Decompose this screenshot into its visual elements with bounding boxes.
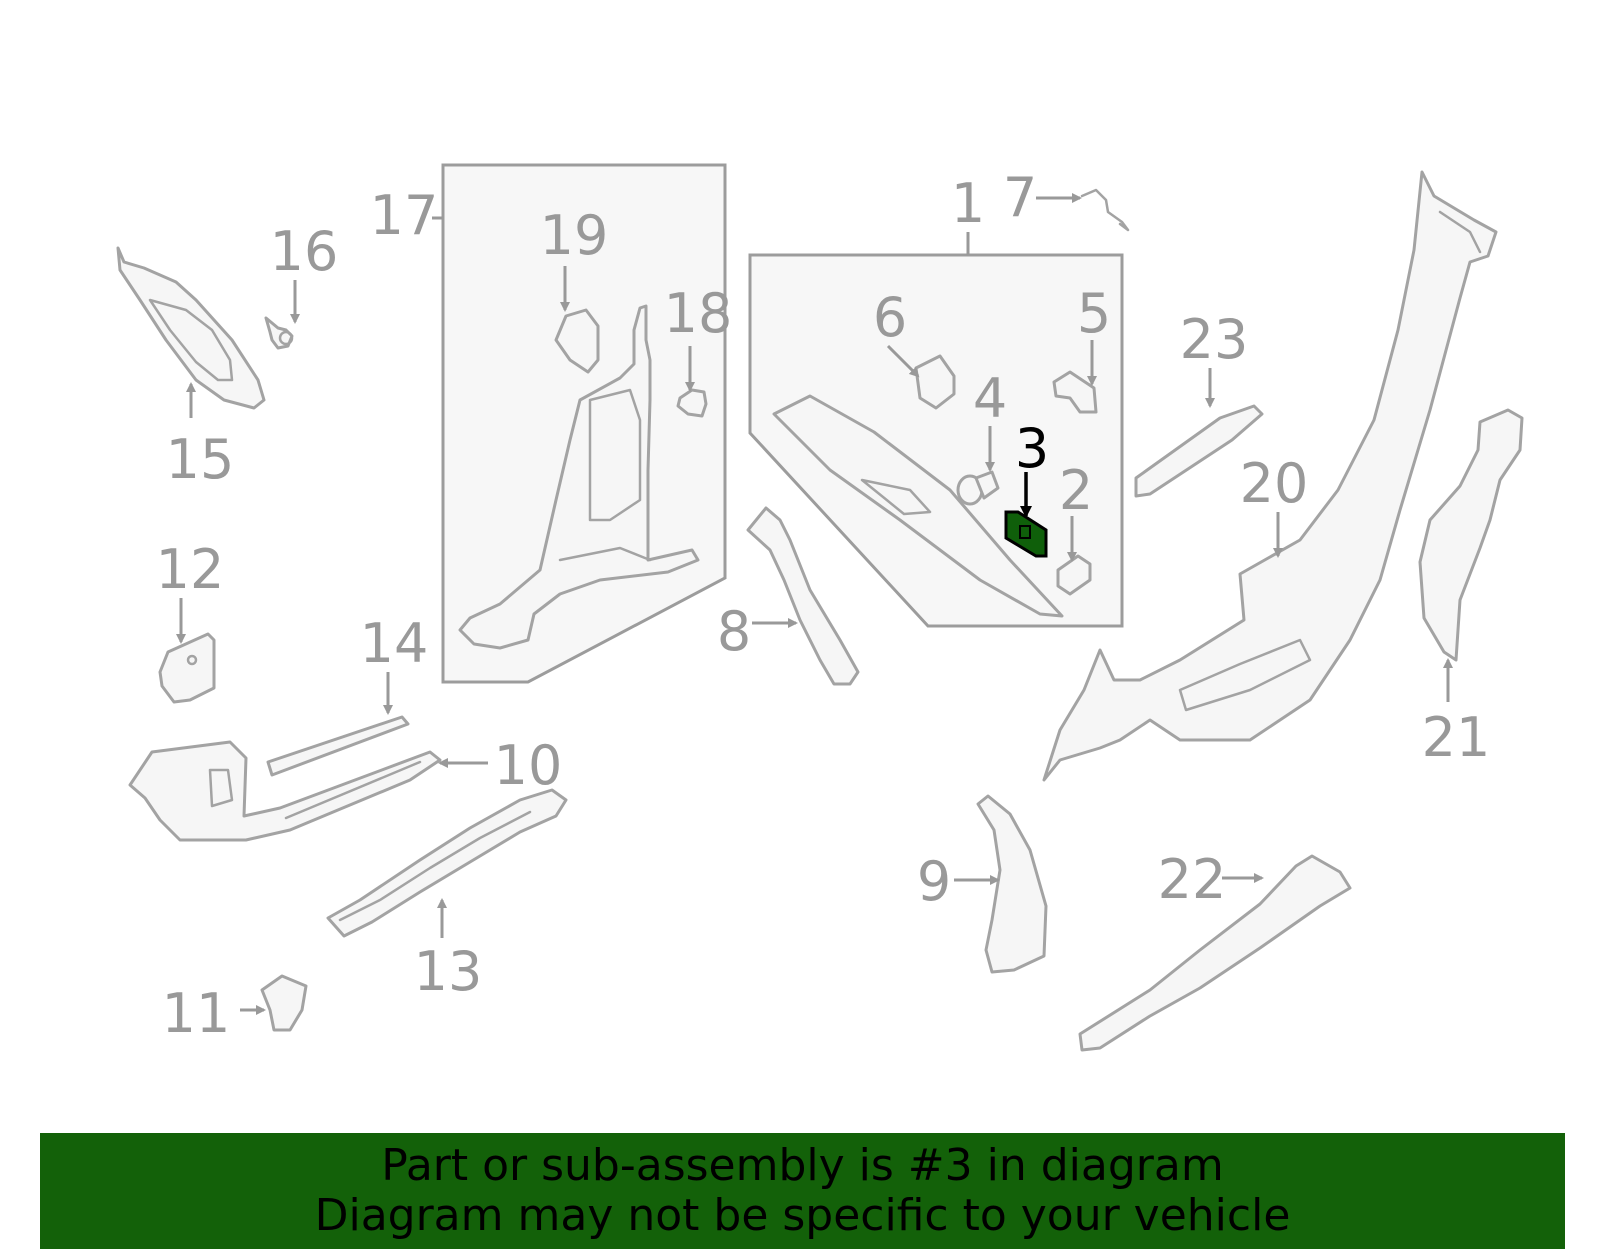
callout-16: 16	[270, 220, 339, 283]
part-7-clip	[1080, 188, 1130, 232]
callout-6: 6	[873, 286, 907, 349]
part-17-pillar-trim	[458, 304, 700, 650]
part-21-bracket	[1418, 408, 1524, 662]
callout-10: 10	[494, 734, 563, 797]
part-15-trim-panel	[116, 246, 266, 410]
part-11-clip	[260, 974, 308, 1032]
callout-17: 17	[370, 184, 439, 247]
callout-23: 23	[1180, 308, 1249, 371]
part-13-reinforcement	[326, 788, 568, 938]
banner-line-disclaimer: Diagram may not be specific to your vehi…	[314, 1190, 1291, 1241]
part-12-clip	[158, 632, 216, 704]
callout-2: 2	[1059, 459, 1093, 522]
part-1-pillar-trim	[772, 394, 1064, 618]
banner-line-part-info: Part or sub-assembly is #3 in diagram	[381, 1140, 1224, 1191]
part-3-highlighted-pad	[1004, 510, 1048, 558]
callout-8: 8	[717, 600, 751, 663]
callout-3-highlighted: 3	[1015, 417, 1049, 480]
callout-9: 9	[917, 850, 951, 913]
callout-4: 4	[973, 367, 1007, 430]
part-5-bracket	[1052, 370, 1098, 414]
callout-20: 20	[1240, 452, 1309, 515]
part-16-bolt	[264, 316, 294, 350]
part-2-clip	[1056, 554, 1092, 596]
callout-13: 13	[414, 940, 483, 1003]
part-23-strip	[1134, 404, 1264, 498]
info-banner: Part or sub-assembly is #3 in diagram Di…	[40, 1133, 1565, 1249]
part-19-clip	[554, 308, 600, 374]
part-14-strip	[266, 715, 410, 777]
callout-7: 7	[1003, 166, 1037, 229]
callout-11: 11	[162, 982, 231, 1045]
callout-22: 22	[1158, 848, 1227, 911]
callout-18: 18	[664, 282, 733, 345]
part-9-curved-trim	[976, 794, 1048, 974]
callout-12: 12	[156, 538, 225, 601]
part-22-reinforcement	[1078, 854, 1352, 1052]
part-6-bracket	[914, 354, 956, 410]
callout-19: 19	[540, 204, 609, 267]
part-4-grommet	[956, 470, 1000, 506]
callout-14: 14	[360, 612, 429, 675]
callout-15: 15	[166, 428, 235, 491]
callout-1: 1	[951, 172, 985, 235]
callout-21: 21	[1422, 706, 1491, 769]
callout-5: 5	[1077, 282, 1111, 345]
part-8-strip	[746, 506, 860, 686]
